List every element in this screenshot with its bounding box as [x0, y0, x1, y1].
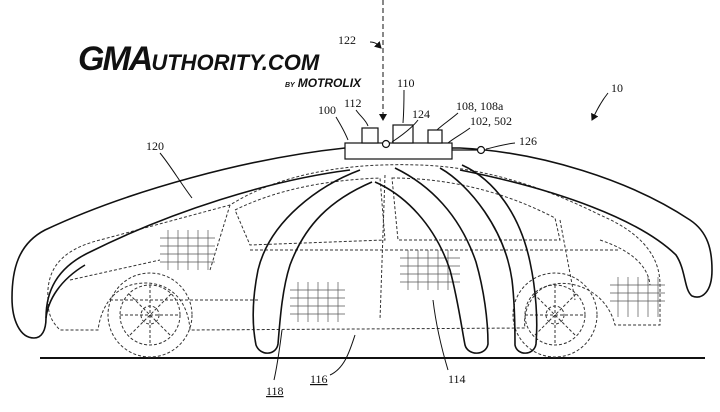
reference-labels: 122 110 112 100 124 108, 108a 102, 502 1…: [146, 33, 623, 398]
ref-120: 120: [146, 139, 164, 153]
arch-front-end: [45, 264, 86, 319]
roof-housing: [344, 142, 453, 160]
cover-top-shell: [345, 147, 713, 298]
leader-lines: [159, 0, 609, 381]
ref-102: 102, 502: [470, 114, 512, 128]
ref-124: 124: [412, 107, 430, 121]
ref-114: 114: [448, 372, 466, 386]
arch-front-right: [374, 167, 489, 354]
ref-10: 10: [611, 81, 623, 95]
watermark-partner: MOTROLIX: [297, 76, 362, 90]
ref-116: 116: [310, 372, 328, 386]
arch-rear: [439, 164, 538, 354]
ref-112: 112: [344, 96, 362, 110]
rear-wheel: [512, 272, 598, 358]
arch-front-left: [252, 169, 373, 354]
ref-110: 110: [397, 76, 415, 90]
ref-126: 126: [519, 134, 537, 148]
front-wheel: [107, 272, 193, 358]
watermark-by: BY: [285, 82, 295, 89]
vehicle-body: [47, 164, 661, 331]
control-unit: [344, 124, 486, 160]
cover-material-hatching: [160, 230, 665, 322]
ref-122: 122: [338, 33, 356, 47]
valve-124: [381, 139, 391, 149]
ref-100: 100: [318, 103, 336, 117]
module-112: [361, 127, 379, 144]
module-108: [427, 129, 443, 144]
ref-118: 118: [266, 384, 284, 398]
ref-108: 108, 108a: [456, 99, 504, 113]
cover-outer-edge: [11, 147, 351, 339]
watermark-brand-rest: UTHORITY.COM: [151, 50, 320, 75]
watermark-brand: GMAUTHORITY.COM: [78, 42, 319, 76]
inflatable-cover: [11, 147, 713, 354]
watermark-brand-prefix: GMA: [78, 40, 153, 78]
